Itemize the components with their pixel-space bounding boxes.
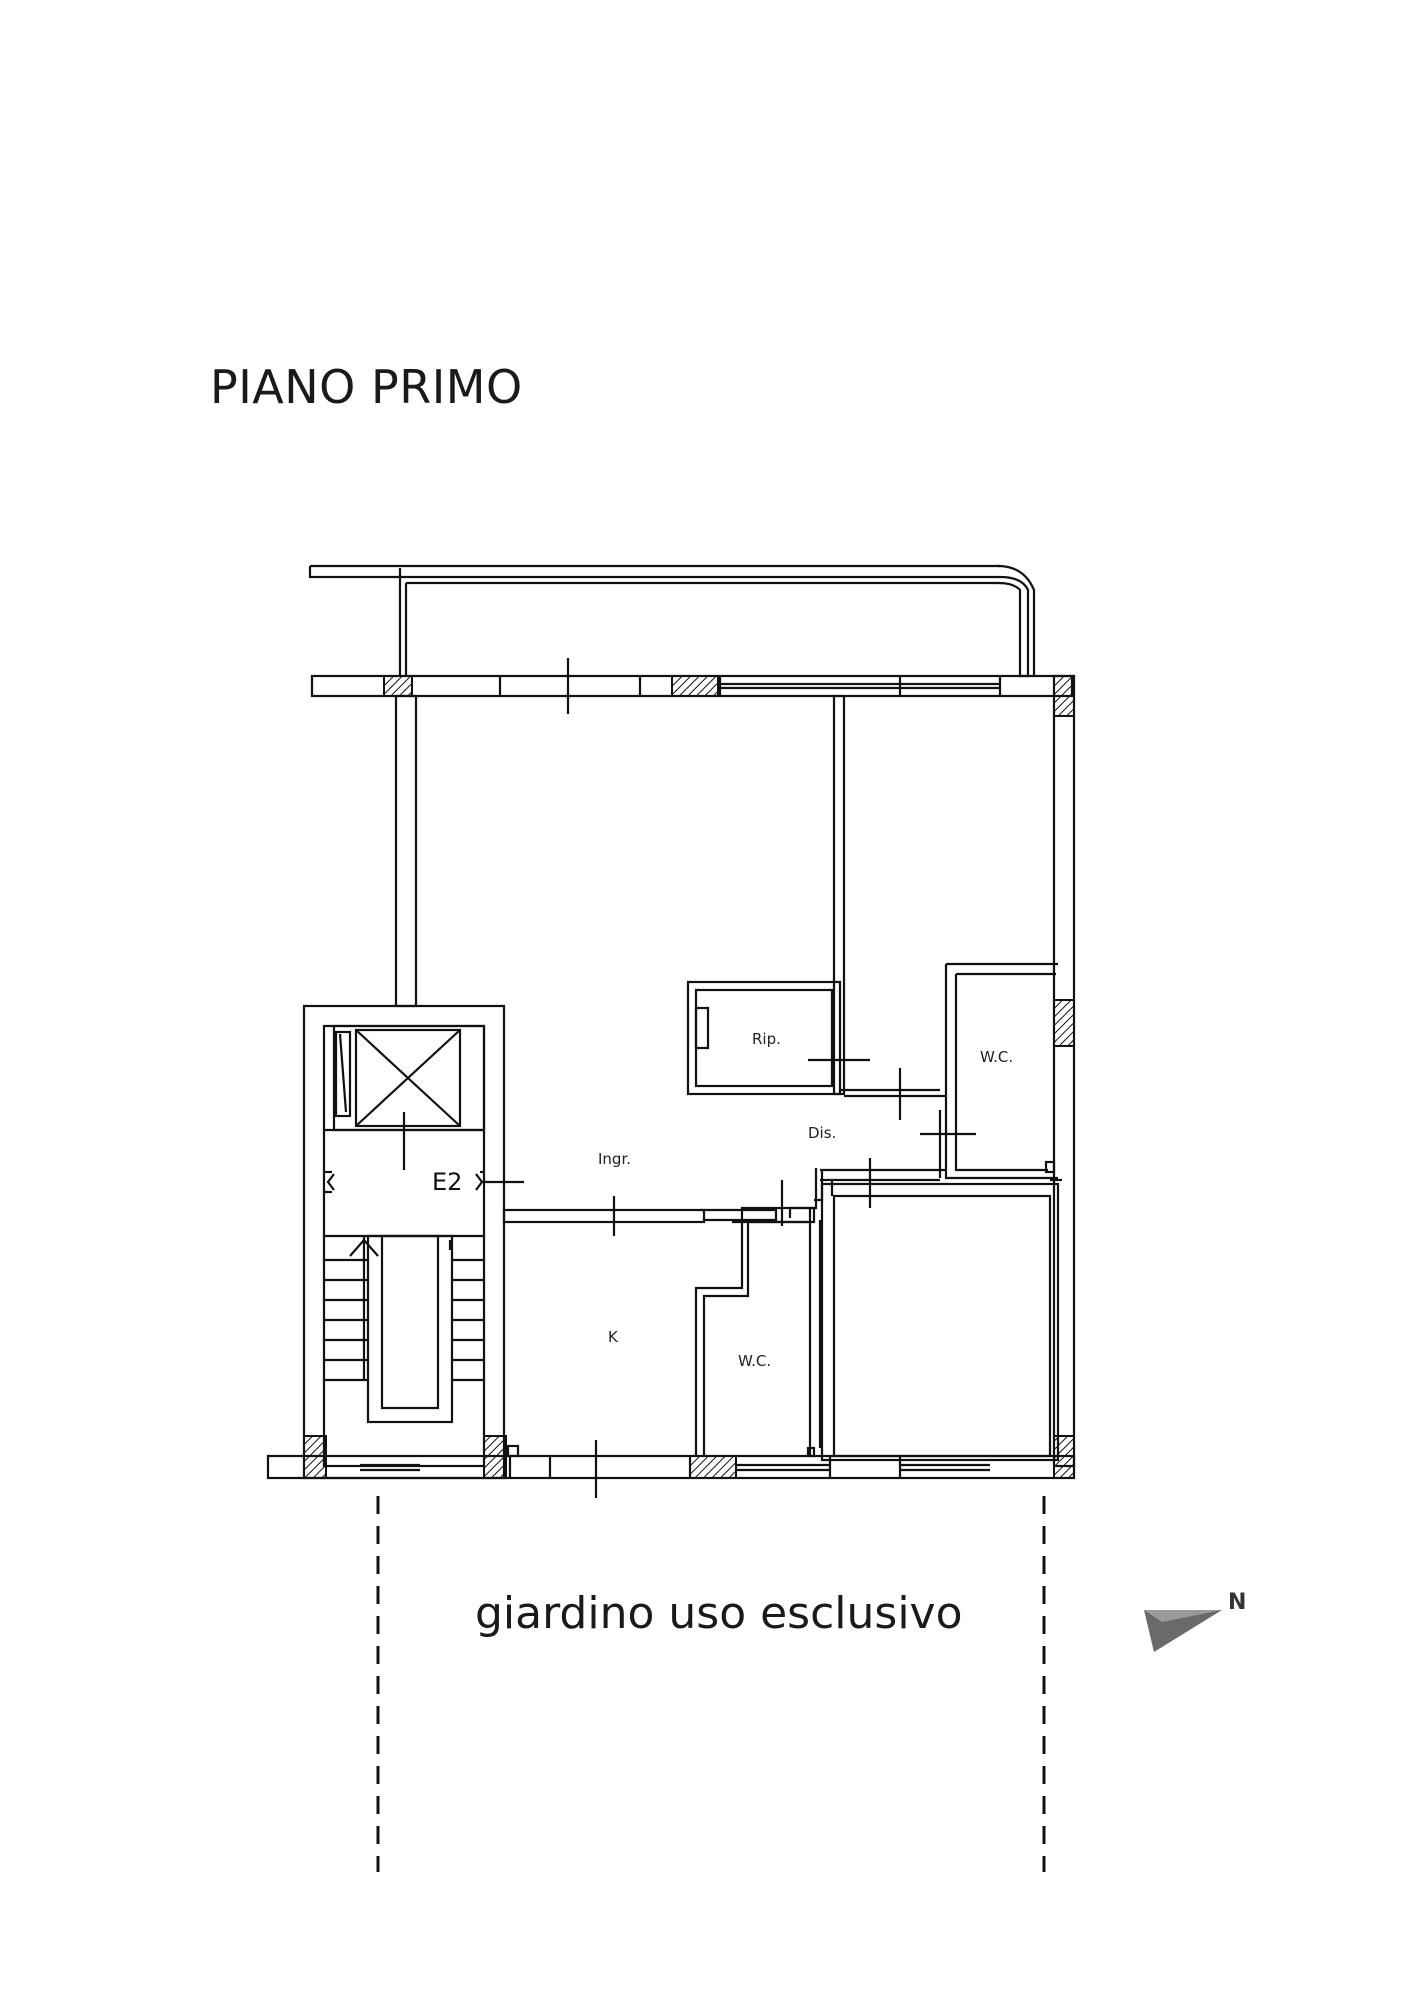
top-window-1 [720,682,900,690]
room-label-ripostiglio: Rip. [752,1030,781,1048]
partition-wall-vertical [808,694,870,1096]
balcony [308,564,1036,678]
room-label-wc-right: W.C. [980,1048,1014,1066]
garden-label: giardino uso esclusivo [475,1588,963,1639]
north-arrow-icon [1144,1610,1222,1652]
wall-kitchen-wc [694,1180,822,1458]
stairwell [302,1004,524,1480]
stair-door-mark [506,1444,520,1458]
garden-boundary [376,1496,1046,1872]
room-label-disimpegno: Dis. [808,1124,837,1142]
left-living-wall [394,694,418,1008]
top-window-2 [900,682,1000,690]
structural-pillars [303,675,1075,1479]
wall-ingresso-kitchen [502,1196,778,1236]
compass-north-label: N [1228,1590,1247,1615]
bottom-window-3 [900,1463,990,1472]
room-wc-right [920,962,1058,1180]
room-bedroom-bottom-right [820,1178,1062,1462]
page-title: PIANO PRIMO [210,360,523,414]
room-label-ingresso: Ingr. [598,1150,632,1168]
room-label-kitchen: K [608,1328,618,1346]
room-ripostiglio [686,980,842,1096]
stair-label: E2 [432,1168,463,1196]
room-label-wc-center: W.C. [738,1352,772,1370]
bottom-window-2 [736,1463,830,1472]
